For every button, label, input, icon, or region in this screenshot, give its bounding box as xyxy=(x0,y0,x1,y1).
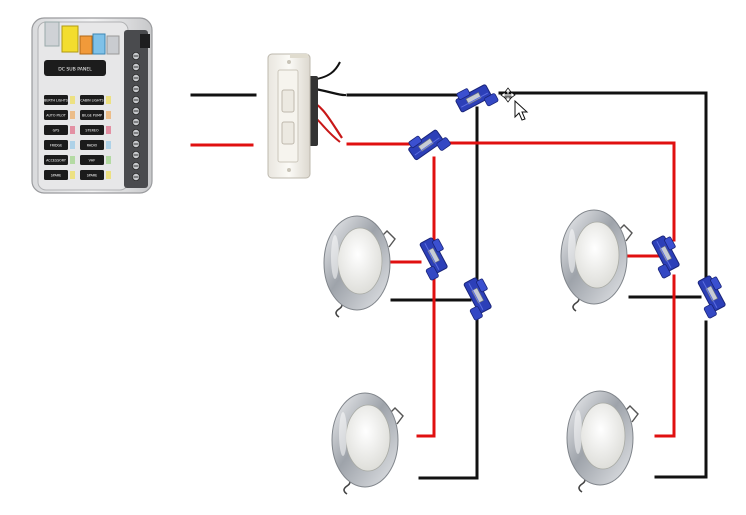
terminal-screw xyxy=(131,52,140,61)
terminal-screw xyxy=(131,128,140,137)
fuse-panel: DC SUB PANEL BERTH LIGHTS CABIN LIGHTS AUT… xyxy=(31,17,153,194)
terminal-screw xyxy=(131,96,140,105)
svg-text:BILGE PUMP: BILGE PUMP xyxy=(82,113,102,117)
svg-text:FRIDGE: FRIDGE xyxy=(50,143,62,147)
positive-wires xyxy=(190,141,676,438)
circuit-label: RADIO xyxy=(80,140,111,150)
svg-text:GPS: GPS xyxy=(53,128,60,132)
recessed-led-light-icon xyxy=(566,390,639,493)
circuit-label: VHF xyxy=(80,155,111,165)
terminal-screw xyxy=(131,150,140,159)
circuit-label: STEREO xyxy=(80,125,111,135)
wire-tap-connector-icon xyxy=(419,237,448,281)
terminal-screw xyxy=(131,74,140,83)
circuit-label: AUTO PILOT xyxy=(44,110,75,120)
circuit-label: CABIN LIGHTS xyxy=(80,95,111,105)
svg-text:STEREO: STEREO xyxy=(85,128,99,132)
terminal-screw xyxy=(131,161,140,170)
panel-header-plate xyxy=(44,60,106,76)
terminal-screw xyxy=(131,139,140,148)
negative-wires xyxy=(190,91,708,480)
wire-tap-connector-icon xyxy=(697,275,726,319)
circuit-label: ACCESSORY xyxy=(44,155,75,165)
recessed-led-light-icon xyxy=(560,209,633,312)
terminal-screw xyxy=(131,85,140,94)
fuse-yellow xyxy=(61,25,79,53)
svg-text:RADIO: RADIO xyxy=(87,143,98,147)
svg-text:ACCESSORY: ACCESSORY xyxy=(46,158,67,162)
terminal-screw xyxy=(131,107,140,116)
svg-text:CABIN LIGHTS: CABIN LIGHTS xyxy=(80,98,103,102)
light-fixtures xyxy=(323,209,639,495)
svg-text:SPARE: SPARE xyxy=(87,173,98,177)
move-cursor-icon xyxy=(500,87,529,121)
circuit-label: SPARE xyxy=(44,170,75,180)
svg-text:SPARE: SPARE xyxy=(51,173,62,177)
wire-tap-connector-icon xyxy=(463,277,492,321)
svg-text:BERTH LIGHTS: BERTH LIGHTS xyxy=(44,98,68,102)
terminal-screw xyxy=(131,118,140,127)
wire-connectors xyxy=(408,84,726,321)
circuit-label: GPS xyxy=(44,125,75,135)
recessed-led-light-icon xyxy=(331,392,404,495)
recessed-led-light-icon xyxy=(323,215,396,318)
svg-text:VHF: VHF xyxy=(89,158,96,162)
terminal-screw xyxy=(131,172,140,181)
wire-tap-connector-icon xyxy=(408,129,451,161)
wire-tap-connector-icon xyxy=(651,235,680,279)
dimmer-switch-icon xyxy=(267,53,347,179)
wire-tap-connector-icon xyxy=(455,84,499,113)
svg-text:AUTO PILOT: AUTO PILOT xyxy=(46,113,67,117)
circuit-label: BERTH LIGHTS xyxy=(44,95,75,105)
circuit-label-grid: BERTH LIGHTS CABIN LIGHTS AUTO PILOT BILGE … xyxy=(44,95,111,180)
circuit-label: BILGE PUMP xyxy=(80,110,111,120)
terminal-screws xyxy=(131,52,140,181)
panel-header-label: DC SUB PANEL xyxy=(58,67,92,73)
circuit-label: SPARE xyxy=(80,170,111,180)
circuit-label: FRIDGE xyxy=(44,140,75,150)
terminal-screw xyxy=(131,63,140,72)
